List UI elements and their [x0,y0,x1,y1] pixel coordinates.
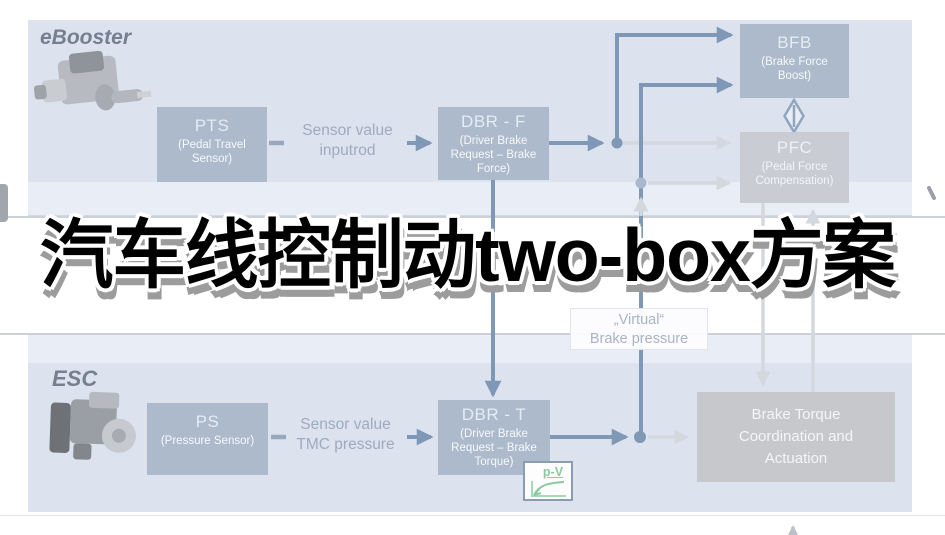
caption-overlay-title: 汽车线控制动two-box方案 [40,213,896,297]
block-bfb: BFB (Brake Force Boost) [740,24,849,98]
block-brake-torque-title: Brake Torque Coordination and Actuation [738,406,854,467]
block-dbr-f: DBR - F (Driver Brake Request – Brake Fo… [438,107,549,180]
label-sensor-tmc: Sensor value TMC pressure [296,416,395,453]
label-virtual-brake-pressure: „Virtual“ Brake pressure [570,308,708,350]
block-dbr-f-title: DBR - F [461,112,526,131]
block-bfb-title: BFB [777,33,812,52]
block-ps-subtitle: (Pressure Sensor) [160,435,255,447]
block-pfc-title: PFC [776,138,813,157]
divider-line-bottom [0,515,945,516]
block-pts-subtitle: (Pedal Travel Sensor) [178,139,246,165]
esc-photo [49,390,144,475]
divider-line-middle [0,333,945,335]
block-pfc-subtitle: (Pedal Force Compensation) [755,161,834,187]
stray-mark [927,186,936,200]
block-dbr-f-subtitle: (Driver Brake Request – Brake Force) [450,135,537,175]
pv-curve-icon: p-V [523,461,573,501]
block-bfb-subtitle: (Brake Force Boost) [761,56,828,82]
block-dbr-t-subtitle: (Driver Brake Request – Brake Torque) [451,428,537,468]
ebooster-section-title: eBooster [40,26,132,49]
screen-edge-artifact [0,184,8,222]
block-ps: PS (Pressure Sensor) [147,403,268,475]
block-pfc: PFC (Pedal Force Compensation) [740,132,849,203]
pv-curve-icon-plot [531,481,566,497]
block-pts-title: PTS [194,116,230,135]
block-pts: PTS (Pedal Travel Sensor) [157,107,267,182]
label-sensor-inputrod: Sensor value inputrod [302,122,393,159]
esc-panel-fade-strip [28,335,912,363]
divider-line-top [0,216,945,218]
esc-section-title: ESC [52,366,98,391]
block-ps-title: PS [195,412,220,431]
ebooster-photo [29,44,152,128]
block-dbr-t-title: DBR - T [461,405,527,424]
block-brake-torque: Brake Torque Coordination and Actuation [697,392,895,482]
pv-curve-icon-label: p-V [542,465,564,479]
